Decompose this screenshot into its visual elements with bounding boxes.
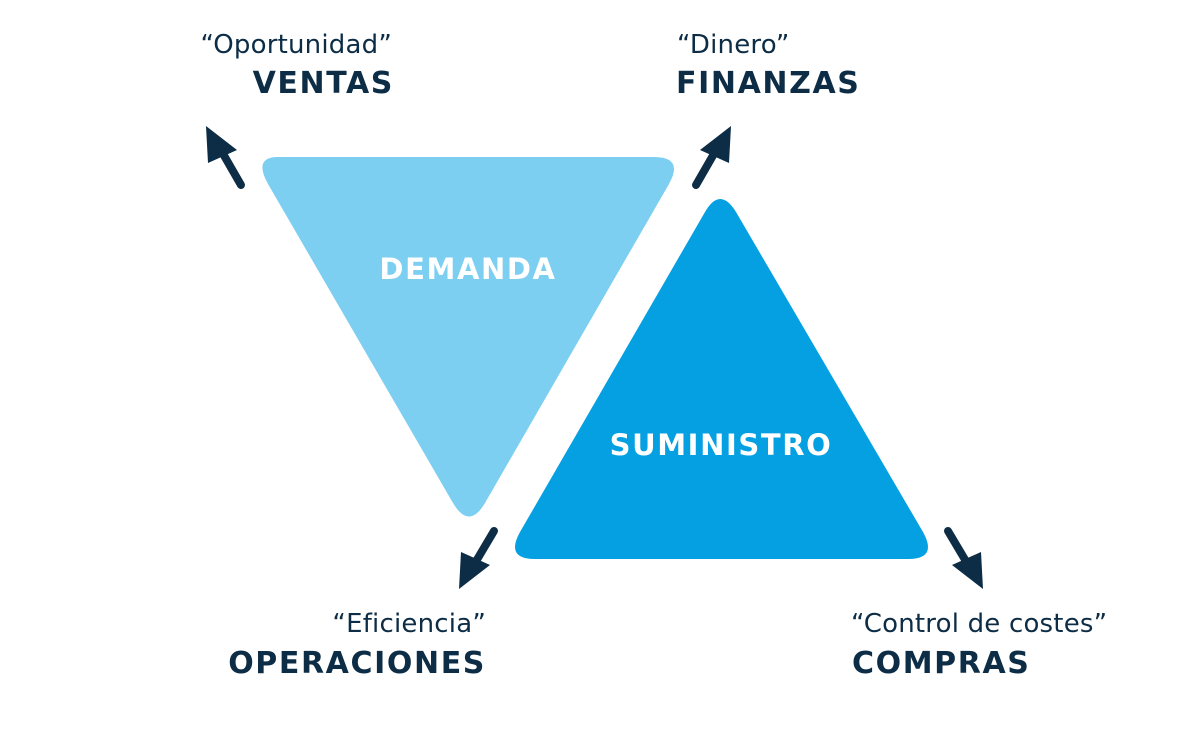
demand-label: DEMANDA bbox=[379, 252, 557, 286]
arrow-up-right-icon bbox=[692, 126, 731, 189]
department-compras: COMPRAS bbox=[852, 646, 1031, 681]
supply-label: SUMINISTRO bbox=[609, 428, 833, 462]
department-operaciones: OPERACIONES bbox=[228, 646, 486, 681]
supply-triangle bbox=[515, 199, 928, 559]
department-ventas: VENTAS bbox=[252, 66, 394, 101]
quote-eficiencia: “Eficiencia” bbox=[332, 609, 486, 639]
department-finanzas: FINANZAS bbox=[676, 66, 861, 101]
quote-dinero: “Dinero” bbox=[677, 30, 790, 60]
quote-control-de-costes: “Control de costes” bbox=[851, 609, 1108, 639]
arrow-down-right-icon bbox=[944, 527, 983, 589]
arrow-up-left-icon bbox=[206, 126, 245, 189]
arrow-down-left-icon bbox=[459, 527, 498, 589]
quote-oportunidad: “Oportunidad” bbox=[200, 30, 392, 60]
demand-triangle bbox=[262, 157, 674, 517]
